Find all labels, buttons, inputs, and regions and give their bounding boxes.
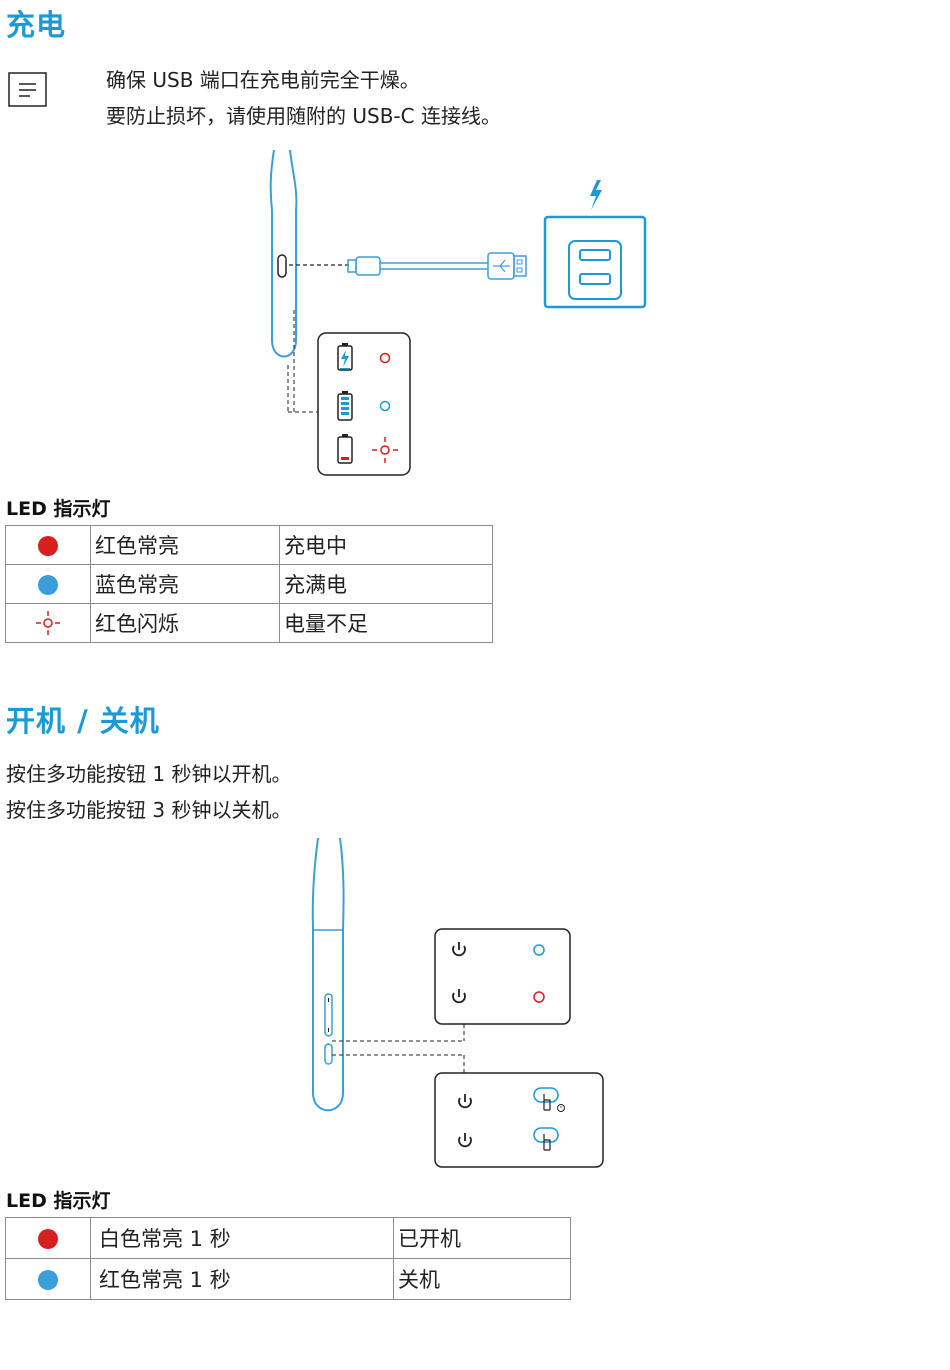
power-title: 开机 / 关机 xyxy=(6,698,160,740)
note-line-1: 确保 USB 端口在充电前完全干燥。 xyxy=(106,62,501,98)
usb-c-port xyxy=(278,255,286,277)
usb-symbol-icon xyxy=(493,260,510,272)
charging-title: 充电 xyxy=(6,2,66,44)
led-meaning: 充电中 xyxy=(280,526,493,565)
power-illustration xyxy=(300,838,610,1172)
blue-dot-icon xyxy=(38,1270,58,1290)
charging-led-table: 红色常亮 充电中 蓝色常亮 充满电 红色闪烁 电量不足 xyxy=(5,525,493,643)
lightning-icon xyxy=(590,180,602,210)
note-line-2: 要防止损坏，请使用随附的 USB-C 连接线。 xyxy=(106,98,501,134)
red-blink-icon xyxy=(33,610,63,636)
table-row: 红色常亮 1 秒 关机 xyxy=(6,1259,571,1300)
led-state: 红色常亮 1 秒 xyxy=(91,1259,394,1300)
note-icon xyxy=(8,72,48,108)
table-row: 白色常亮 1 秒 已开机 xyxy=(6,1218,571,1259)
red-dot-icon xyxy=(38,536,58,556)
power-led-heading: LED 指示灯 xyxy=(6,1186,110,1213)
table-row: 红色闪烁 电量不足 xyxy=(6,604,493,643)
led-icon-cell xyxy=(6,1259,91,1300)
led-state: 蓝色常亮 xyxy=(91,565,280,604)
charger-adapter xyxy=(545,217,645,307)
led-meaning: 电量不足 xyxy=(280,604,493,643)
blue-dot-icon xyxy=(38,575,58,595)
led-icon-cell xyxy=(6,565,91,604)
led-state: 红色常亮 xyxy=(91,526,280,565)
power-line-1: 按住多功能按钮 1 秒钟以开机。 xyxy=(6,756,291,792)
led-icon-cell xyxy=(6,1218,91,1259)
led-meaning: 充满电 xyxy=(280,565,493,604)
led-meaning: 已开机 xyxy=(394,1218,571,1259)
button-press-panel xyxy=(435,1073,603,1167)
charging-illustration xyxy=(260,150,660,482)
power-led-table: 白色常亮 1 秒 已开机 红色常亮 1 秒 关机 xyxy=(5,1217,571,1300)
usb-c-plug xyxy=(356,257,380,275)
neckband-arm xyxy=(313,838,344,1110)
multi-function-button xyxy=(325,1044,332,1064)
power-line-2: 按住多功能按钮 3 秒钟以关机。 xyxy=(6,792,291,828)
led-meaning: 关机 xyxy=(394,1259,571,1300)
led-icon-cell xyxy=(6,604,91,643)
power-instructions: 按住多功能按钮 1 秒钟以开机。 按住多功能按钮 3 秒钟以关机。 xyxy=(6,756,291,828)
led-state: 白色常亮 1 秒 xyxy=(91,1218,394,1259)
led-state: 红色闪烁 xyxy=(91,604,280,643)
led-icon-cell xyxy=(6,526,91,565)
table-row: 红色常亮 充电中 xyxy=(6,526,493,565)
charging-note: 确保 USB 端口在充电前完全干燥。 要防止损坏，请使用随附的 USB-C 连接… xyxy=(106,62,501,134)
red-dot-icon xyxy=(38,1229,58,1249)
led-panel xyxy=(318,333,410,475)
table-row: 蓝色常亮 充满电 xyxy=(6,565,493,604)
neckband-arm xyxy=(271,150,297,357)
charging-led-heading: LED 指示灯 xyxy=(6,494,110,521)
power-led-panel xyxy=(435,929,570,1024)
